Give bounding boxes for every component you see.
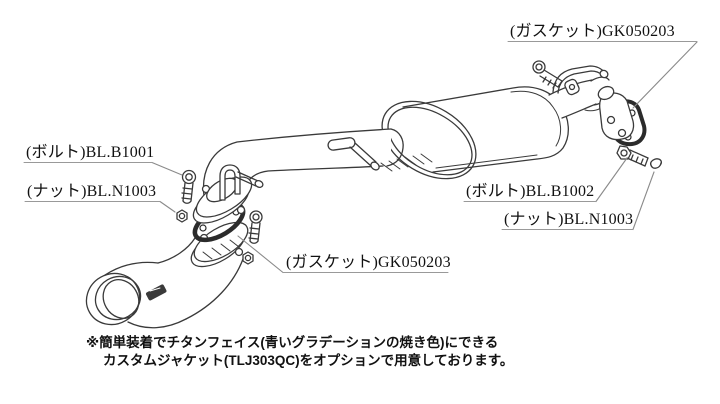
outlet-flange-icon <box>597 85 635 141</box>
hanger-rod-middle-icon <box>327 137 380 171</box>
nut-left-icon <box>176 209 188 223</box>
hanger-rod-bend-icon <box>219 164 264 201</box>
label-nut-n1003-left: (ナット)BL.N1003 <box>27 183 157 200</box>
bolt-left-icon <box>181 169 197 204</box>
option-note-line1: ※簡単装着でチタンフェイス(青いグラデーションの焼き色)にできる <box>86 335 499 350</box>
nut-right-icon <box>649 158 663 169</box>
rear-muffler-icon <box>381 86 569 180</box>
label-nut-n1003-right: (ナット)BL.N1003 <box>504 211 634 228</box>
tailpipe-tip-icon <box>85 237 244 329</box>
bolt-middle-icon <box>248 210 263 244</box>
label-gasket-middle: (ガスケット)GK050203 <box>286 254 451 271</box>
label-bolt-b1001: (ボルト)BL.B1001 <box>26 144 155 161</box>
option-note: ※簡単装着でチタンフェイス(青いグラデーションの焼き色)にできる カスタムジャケ… <box>86 334 513 369</box>
label-bolt-b1002: (ボルト)BL.B1002 <box>466 183 595 200</box>
weld-hatching <box>380 153 433 172</box>
label-underlines <box>23 41 698 273</box>
bolt-right-icon <box>616 145 649 167</box>
option-note-line2: カスタムジャケット(TLJ303QC)をオプションで用意しております。 <box>103 352 514 368</box>
bolt-top-right-icon <box>532 60 563 89</box>
nut-middle-icon <box>242 251 254 265</box>
label-gasket-top: (ガスケット)GK050203 <box>510 23 675 40</box>
leader-lines <box>151 41 698 274</box>
brand-badge-icon <box>145 284 167 301</box>
